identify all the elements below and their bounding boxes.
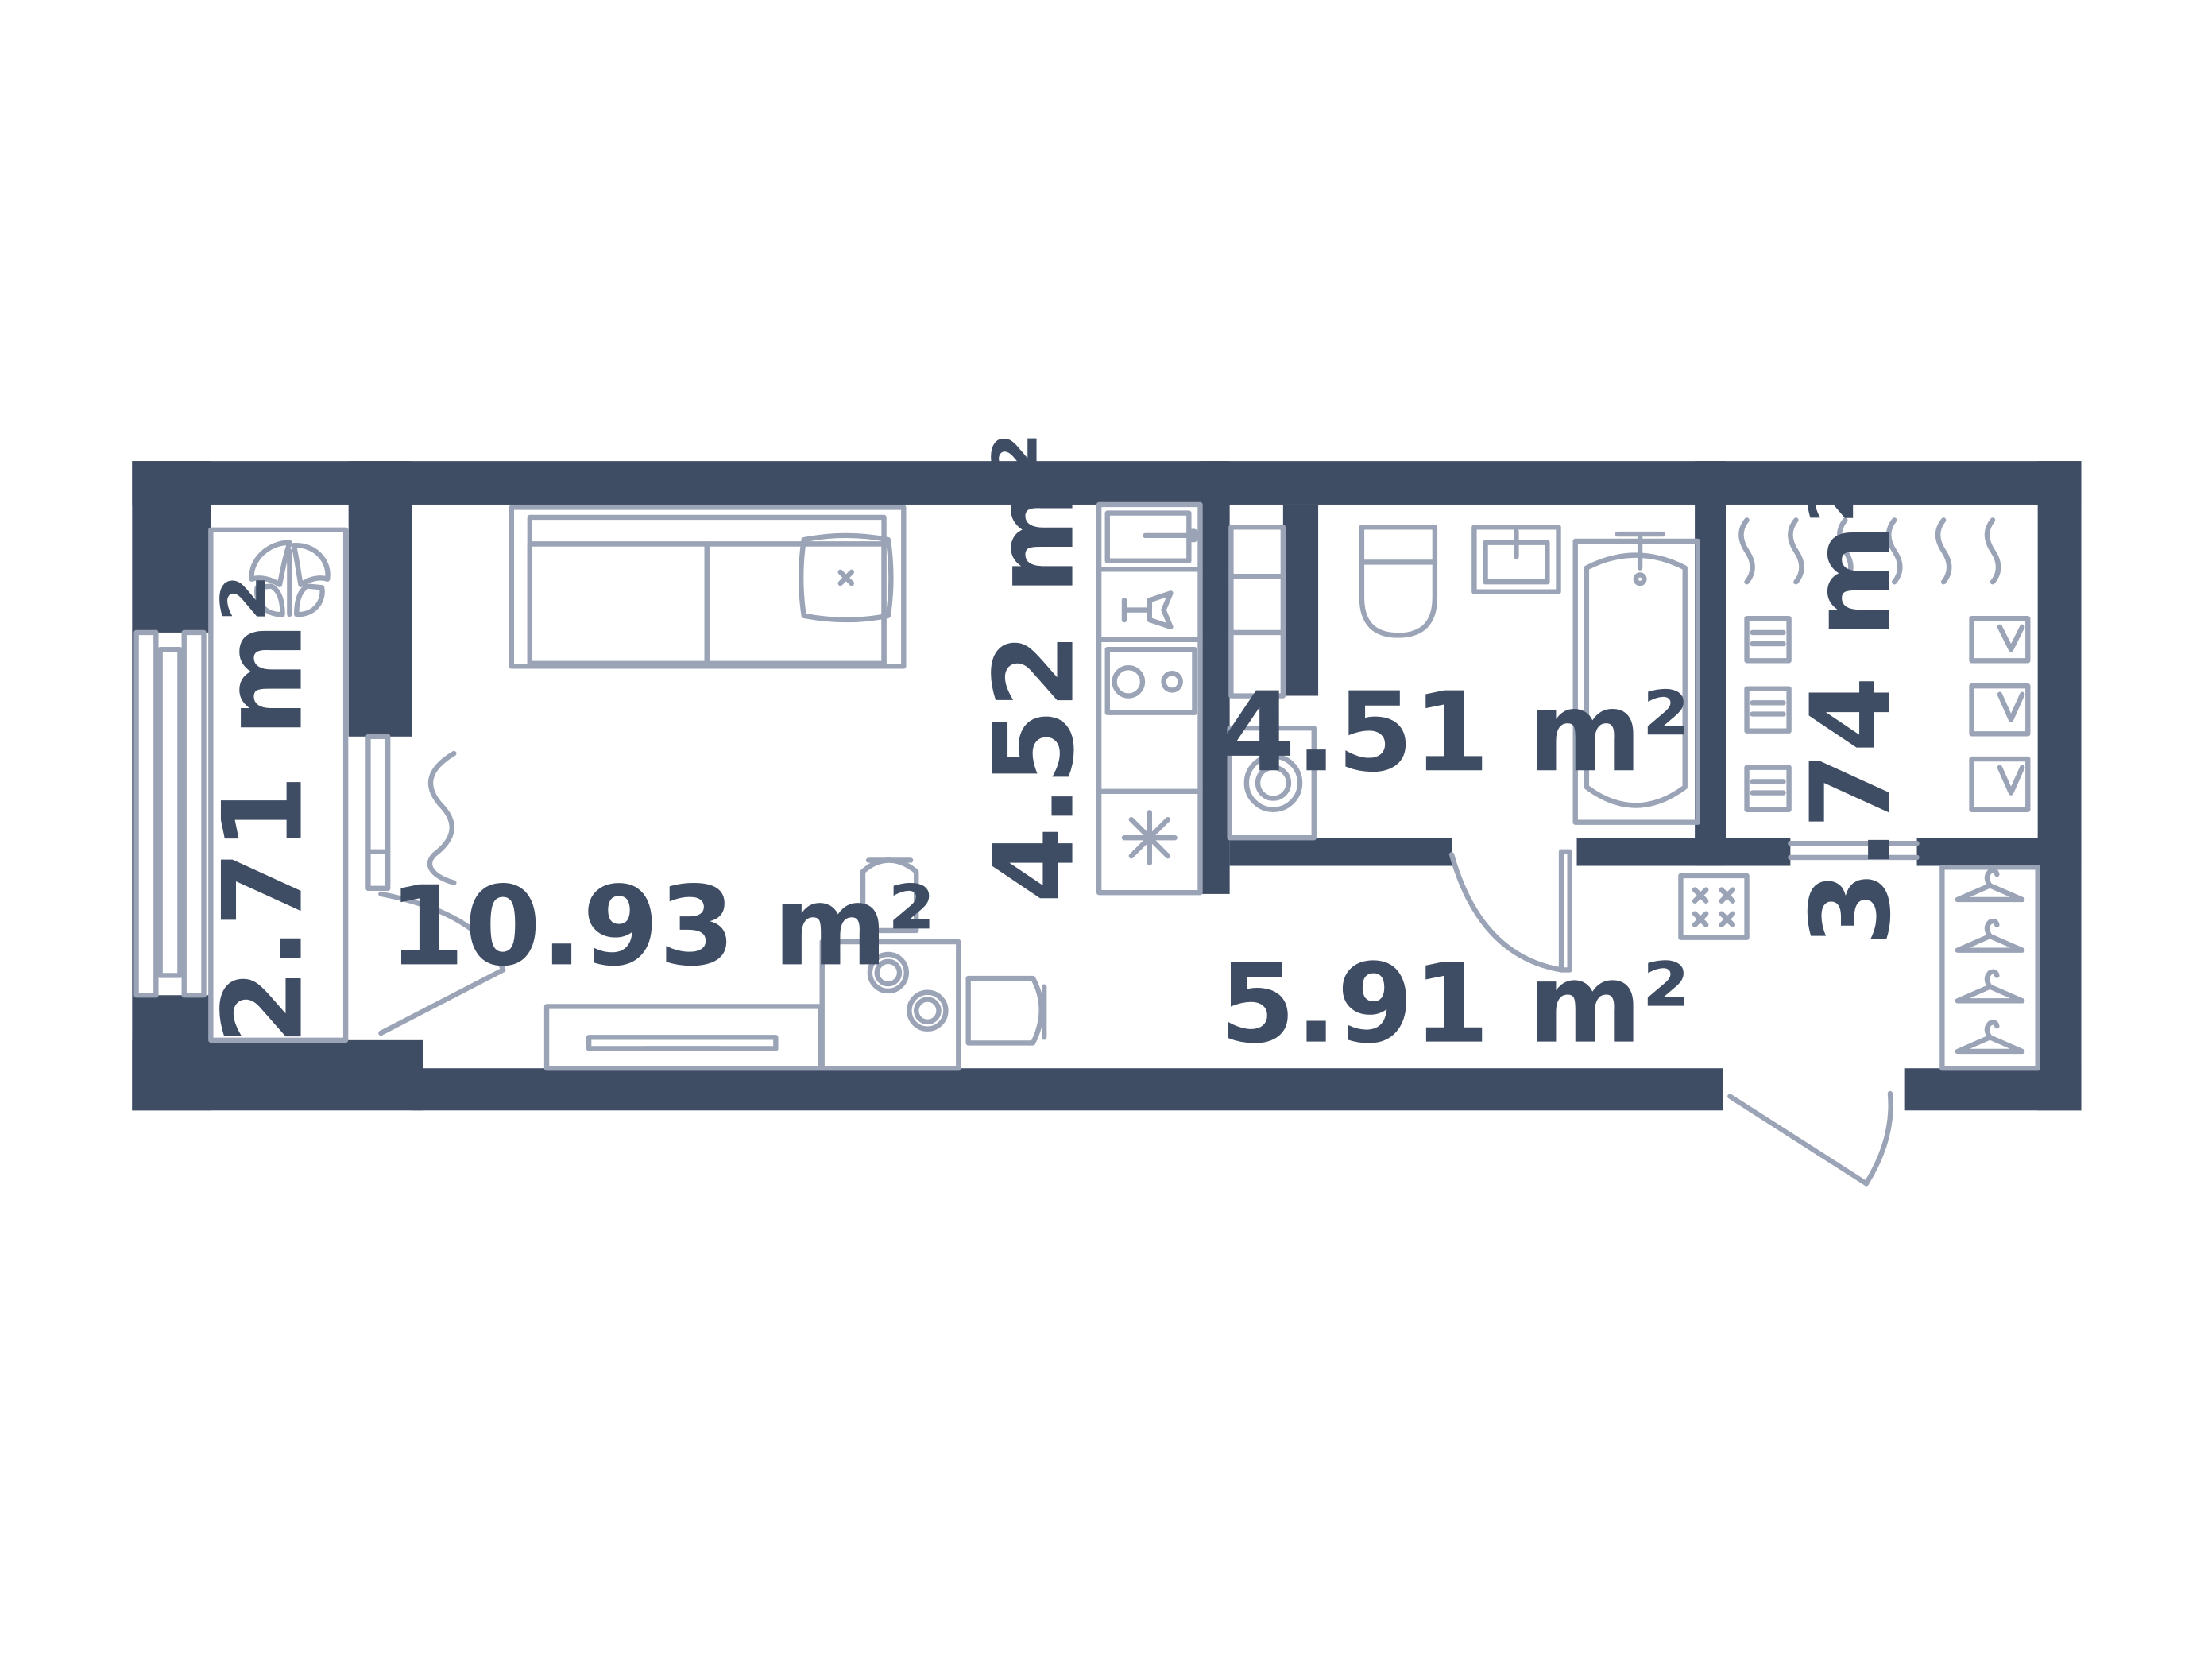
- plant-icon: [249, 540, 331, 617]
- towel-rail-icon: [1228, 525, 1286, 699]
- bathroom-area-label: 4.51 m²: [1219, 668, 1690, 796]
- pillow-icon: [799, 532, 894, 623]
- sink-icon: [1471, 525, 1561, 594]
- kitchen-cabinet: [1096, 590, 1203, 642]
- door-icon[interactable]: [1448, 849, 1572, 973]
- sofa-icon: [509, 505, 907, 669]
- hanger-icon: [1738, 517, 2001, 585]
- wardrobe-area-label: 3.74 m²: [1787, 476, 1915, 947]
- window-icon: [365, 734, 391, 892]
- balcony-window-gap: [136, 632, 210, 996]
- kitchen-counter: [1096, 501, 1203, 896]
- outer-wall-right: [2037, 461, 2082, 1111]
- balcony-floor: [208, 527, 349, 1043]
- hallway-area-label: 5.91 m²: [1219, 940, 1690, 1068]
- window-icon: [133, 629, 207, 998]
- balcony-area-label: 2.71 m²: [199, 575, 327, 1046]
- wardrobe: [1738, 517, 2031, 812]
- hallway-wardrobe: [1939, 865, 2040, 1071]
- living-room: [427, 505, 1047, 1071]
- wardrobe-wall-bottom-right: [1916, 838, 2082, 866]
- toilet-icon: [1359, 525, 1438, 638]
- balcony-door-frame: [365, 734, 391, 892]
- door-icon[interactable]: [1788, 841, 1920, 861]
- wardrobe-wall-bottom-left: [1695, 838, 1791, 866]
- balcony-wall-upper: [348, 461, 412, 737]
- bathroom: [1227, 525, 1700, 841]
- outer-wall-bottom-right: [1904, 1068, 2082, 1111]
- outer-wall-bottom-left: [132, 1039, 423, 1111]
- walls: [132, 461, 2082, 1111]
- kitchen-bath-wall: [1200, 461, 1230, 894]
- kitchen-area-label: 4.52 m²: [971, 432, 1099, 903]
- kitchen: [1096, 501, 1203, 896]
- hanger-icon: [1955, 868, 2025, 1055]
- hallway: [1678, 865, 2040, 1071]
- balcony-windows: [133, 629, 207, 998]
- living-room-area-label: 10.93 m²: [389, 862, 935, 990]
- chair-icon: [860, 857, 919, 934]
- outer-wall-top: [132, 461, 2082, 505]
- folded-clothes-icon: [1744, 616, 2031, 812]
- bathroom-wall-bottom-left: [1229, 838, 1452, 866]
- curtain-icon: [427, 750, 457, 885]
- outer-wall-bottom-main: [412, 1068, 1723, 1111]
- balcony: [208, 527, 349, 1043]
- door-icon[interactable]: [1727, 1090, 1893, 1187]
- washing-machine-icon: [1227, 726, 1317, 841]
- tv-stand-icon: [543, 1004, 824, 1071]
- chair-icon: [965, 975, 1047, 1046]
- stove-icon: [1678, 873, 1750, 940]
- bathroom-inner-wall: [1282, 504, 1319, 696]
- bathtub-icon: [1572, 531, 1700, 825]
- door-icon[interactable]: [378, 891, 506, 1036]
- sink-icon: [1096, 510, 1203, 572]
- stove-icon: [1104, 646, 1197, 715]
- refrigerator-icon: [1096, 788, 1203, 866]
